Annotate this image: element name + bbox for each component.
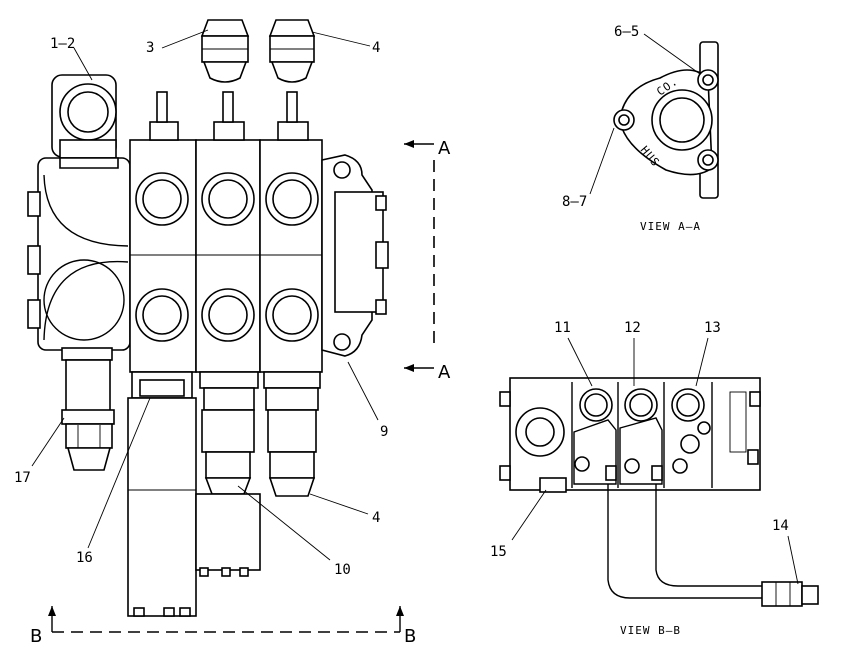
callout-1-2: 1–2 — [50, 36, 75, 52]
spool-section-3 — [259, 91, 323, 373]
section-line-b: B B — [30, 606, 416, 647]
callout-6-5: 6–5 — [614, 24, 639, 40]
section-mark-b-left: B — [30, 626, 42, 647]
callout-14: 14 — [772, 518, 789, 534]
inlet-fitting — [51, 74, 117, 159]
main-valve-assembly — [27, 19, 389, 617]
callout-10: 10 — [334, 562, 351, 578]
callout-4-top: 4 — [372, 40, 380, 56]
view-b-label: VIEW B–B — [620, 624, 681, 637]
view-a-label: VIEW A–A — [640, 220, 701, 233]
spool-section-2 — [195, 91, 261, 373]
outlet-fitting — [61, 359, 115, 471]
view-b-b: VIEW B–B — [499, 377, 819, 637]
callout-4-bottom: 4 — [372, 510, 380, 526]
section-2-cartridge — [195, 371, 261, 577]
end-cover — [321, 154, 389, 357]
callout-8-7: 8–7 — [562, 194, 587, 210]
fitting-4-top — [268, 19, 316, 83]
callout-11: 11 — [554, 320, 571, 336]
inlet-section — [27, 157, 131, 361]
view-a-a: HUS CO. VIEW A–A — [613, 41, 719, 233]
callout-3: 3 — [146, 40, 154, 56]
section-mark-a-top: A — [438, 138, 451, 159]
section-3-cartridge — [263, 371, 321, 497]
section-mark-a-bottom: A — [438, 362, 451, 383]
callout-9: 9 — [380, 424, 388, 440]
section-line-a: A A — [404, 138, 451, 383]
callout-13: 13 — [704, 320, 721, 336]
section-1-cartridge — [127, 371, 197, 617]
callout-15: 15 — [490, 544, 507, 560]
callout-12: 12 — [624, 320, 641, 336]
callout-17: 17 — [14, 470, 31, 486]
section-mark-b-right: B — [404, 626, 416, 647]
spool-section-1 — [129, 91, 197, 373]
fitting-3 — [200, 19, 250, 83]
callout-leaders — [31, 29, 799, 585]
callout-16: 16 — [76, 550, 93, 566]
